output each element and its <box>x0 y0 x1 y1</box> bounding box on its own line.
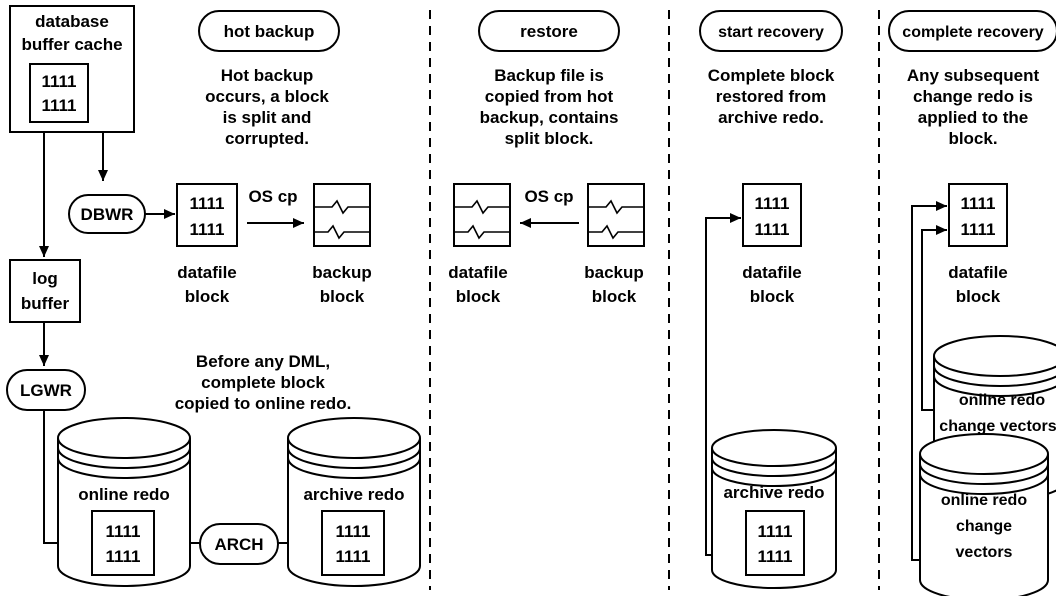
archive-block <box>745 510 805 576</box>
block-value: 1111 <box>189 194 224 213</box>
block-value: 1111 <box>189 220 224 239</box>
cache-block <box>29 63 89 123</box>
archive-redo-label: archive redo <box>303 485 404 504</box>
note-line: Backup file is <box>494 66 604 85</box>
block-value: 1111 <box>757 547 792 566</box>
arrow-front-redo-to-datafile <box>911 201 947 561</box>
archive-block <box>321 510 385 576</box>
change-vectors-label: change vectors <box>939 418 1056 435</box>
step-pill-hot-backup <box>198 10 340 52</box>
arch-label: ARCH <box>214 535 263 554</box>
split-line-icon <box>588 199 644 215</box>
block-value: 1111 <box>960 194 995 213</box>
datafile-label: datafile <box>742 263 802 282</box>
split-line-icon <box>454 199 510 215</box>
note-line: Hot backup <box>221 66 314 85</box>
step-label-complete-recovery: complete recovery <box>902 24 1044 41</box>
step-pill-restore <box>478 10 620 52</box>
block-label: block <box>185 287 230 306</box>
log-buffer-line2: buffer <box>21 294 70 313</box>
block-value: 1111 <box>757 522 792 541</box>
backup-block <box>313 183 371 247</box>
block-value: 1111 <box>754 194 789 213</box>
os-cp-label: OS cp <box>248 187 297 206</box>
lgwr-label: LGWR <box>20 381 72 400</box>
note-line: split block. <box>505 129 594 148</box>
backup-label: backup <box>584 263 644 282</box>
note-line: backup, contains <box>480 108 619 127</box>
block-value: 1111 <box>41 96 76 115</box>
note-line: copied from hot <box>485 87 614 106</box>
block-value: 1111 <box>335 547 370 566</box>
block-value: 1111 <box>754 220 789 239</box>
block-label: block <box>320 287 365 306</box>
step-label-restore: restore <box>520 22 578 41</box>
online-redo-log <box>919 433 1049 596</box>
step-label-start-recovery: start recovery <box>718 24 824 41</box>
note-complete-recovery: Any subsequent change redo is applied to… <box>907 66 1040 148</box>
log-buffer-line1: log <box>32 269 58 288</box>
block-value: 1111 <box>105 522 140 541</box>
note-line: applied to the <box>918 108 1029 127</box>
note-line: is split and <box>223 108 312 127</box>
change-label: change <box>956 518 1012 535</box>
step-pill-complete-recovery <box>888 10 1056 52</box>
note-line: block. <box>948 129 997 148</box>
block-value: 1111 <box>41 72 76 91</box>
block-value: 1111 <box>105 547 140 566</box>
split-line-icon <box>314 199 370 215</box>
redo-block <box>91 510 155 576</box>
note-line: occurs, a block <box>205 87 329 106</box>
backup-label: backup <box>312 263 372 282</box>
note-before-dml: Before any DML, complete block copied to… <box>175 352 352 413</box>
block-value: 1111 <box>335 522 370 541</box>
datafile-block <box>948 183 1008 247</box>
note-line: Before any DML, <box>196 352 330 371</box>
datafile-block <box>742 183 802 247</box>
note-hot-backup: Hot backup occurs, a block is split and … <box>205 66 329 148</box>
archive-redo-label: archive redo <box>723 483 824 502</box>
vectors-label: vectors <box>956 544 1013 561</box>
split-line-icon <box>314 224 370 240</box>
note-line: archive redo. <box>718 108 824 127</box>
block-label: block <box>592 287 637 306</box>
dbwr-label: DBWR <box>81 205 134 224</box>
datafile-block <box>176 183 238 247</box>
datafile-block-split <box>453 183 511 247</box>
step-pill-start-recovery <box>699 10 843 52</box>
block-value: 1111 <box>960 220 995 239</box>
block-label: block <box>456 287 501 306</box>
note-start-recovery: Complete block restored from archive red… <box>708 66 835 127</box>
note-line: Complete block <box>708 66 835 85</box>
note-line: change redo is <box>913 87 1033 106</box>
note-line: restored from <box>716 87 827 106</box>
note-line: Any subsequent <box>907 66 1040 85</box>
arrow-archive-redo-to-datafile <box>705 213 741 556</box>
split-line-icon <box>454 224 510 240</box>
lgwr-process <box>6 369 86 411</box>
buffer-cache-title-line2: buffer cache <box>21 35 122 54</box>
note-line: copied to online redo. <box>175 394 352 413</box>
datafile-label: datafile <box>948 263 1008 282</box>
step-label-hot-backup: hot backup <box>224 22 315 41</box>
split-line-icon <box>588 224 644 240</box>
online-redo-label: online redo <box>959 392 1045 409</box>
backup-block-split <box>587 183 645 247</box>
note-restore: Backup file is copied from hot backup, c… <box>480 66 619 148</box>
buffer-cache-title-line1: database <box>35 12 109 31</box>
note-line: complete block <box>201 373 325 392</box>
block-label: block <box>956 287 1001 306</box>
online-redo-label: online redo <box>78 485 170 504</box>
online-redo-label: online redo <box>941 492 1027 509</box>
os-cp-label: OS cp <box>524 187 573 206</box>
datafile-label: datafile <box>177 263 237 282</box>
datafile-label: datafile <box>448 263 508 282</box>
arrow-back-redo-to-datafile <box>921 225 947 411</box>
block-label: block <box>750 287 795 306</box>
note-line: corrupted. <box>225 129 309 148</box>
